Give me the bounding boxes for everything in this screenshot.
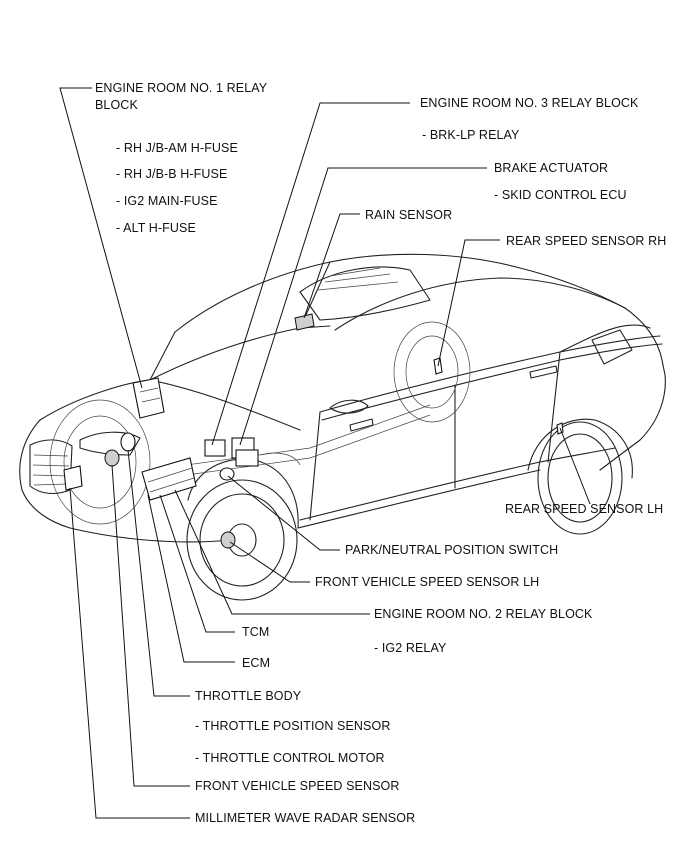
leader-lines	[59, 87, 591, 819]
front-left-wheel-ghost	[49, 399, 151, 525]
label-rh-jb-am-h-fuse: - RH J/B-AM H-FUSE	[116, 141, 238, 155]
label-engine-room-no1-relay-block: ENGINE ROOM NO. 1 RELAY BLOCK	[95, 81, 268, 112]
engine-room-no2-relay-block-part	[141, 457, 197, 501]
label-brake-actuator: BRAKE ACTUATOR	[494, 161, 609, 175]
label-throttle-body: THROTTLE BODY	[195, 689, 302, 703]
brake-actuator-part	[231, 437, 259, 467]
front-vehicle-speed-sensor-lh-part	[220, 531, 236, 549]
leader-mmw-radar	[69, 487, 190, 819]
leader-tcm	[159, 494, 235, 633]
label-alt-h-fuse: - ALT H-FUSE	[116, 221, 196, 235]
label-tcm: TCM	[242, 625, 270, 639]
leader-brake-actuator	[239, 167, 487, 446]
leader-engine-room-2	[174, 489, 370, 615]
rear-right-wheel-ghost	[393, 321, 471, 423]
leader-ecm	[147, 494, 235, 663]
leader-engine-room-1	[59, 87, 143, 389]
leader-engine-room-3	[211, 102, 410, 446]
leader-front-vehicle-speed	[111, 464, 190, 787]
label-ig2-main-fuse: - IG2 MAIN-FUSE	[116, 194, 218, 208]
label-brk-lp-relay: - BRK-LP RELAY	[422, 128, 520, 142]
rear-wheel	[537, 421, 623, 535]
label-millimeter-wave-radar-sensor: MILLIMETER WAVE RADAR SENSOR	[195, 811, 416, 825]
leader-park-neutral	[227, 475, 340, 551]
label-rain-sensor: RAIN SENSOR	[365, 208, 453, 222]
label-throttle-control-motor: - THROTTLE CONTROL MOTOR	[195, 751, 385, 765]
drivetrain	[149, 404, 431, 481]
label-ecm: ECM	[242, 656, 271, 670]
leader-front-speed-lh	[229, 541, 310, 583]
label-ig2-relay: - IG2 RELAY	[374, 641, 447, 655]
label-engine-room-no3-relay-block: ENGINE ROOM NO. 3 RELAY BLOCK	[420, 96, 639, 110]
engine-room-no3-relay-block-part	[204, 439, 226, 457]
mmw-radar-sensor-part	[63, 465, 83, 491]
front-vehicle-speed-sensor-part	[104, 449, 120, 467]
label-skid-control-ecu: - SKID CONTROL ECU	[494, 188, 627, 202]
leader-throttle-body	[127, 449, 190, 697]
label-engine-room-no2-relay-block: ENGINE ROOM NO. 2 RELAY BLOCK	[374, 607, 593, 621]
label-rear-speed-sensor-lh: REAR SPEED SENSOR LH	[505, 502, 664, 516]
rain-sensor-part	[294, 313, 315, 331]
sunroof	[299, 266, 431, 321]
throttle-body-part	[120, 432, 136, 452]
car-body-outline	[19, 253, 666, 543]
leader-rear-speed-lh	[559, 427, 591, 505]
label-throttle-position-sensor: - THROTTLE POSITION SENSOR	[195, 719, 391, 733]
label-front-vehicle-speed-sensor-lh: FRONT VEHICLE SPEED SENSOR LH	[315, 575, 540, 589]
label-rear-speed-sensor-rh: REAR SPEED SENSOR RH	[506, 234, 667, 248]
engine-room-no1-relay-block-part	[132, 377, 165, 419]
label-park-neutral-position-switch: PARK/NEUTRAL POSITION SWITCH	[345, 543, 559, 557]
label-rh-jb-b-h-fuse: - RH J/B-B H-FUSE	[116, 167, 228, 181]
front-wheel	[186, 479, 298, 601]
leader-rear-speed-rh	[437, 239, 500, 367]
park-neutral-switch-part	[219, 467, 235, 481]
leader-rain-sensor	[303, 213, 360, 319]
label-front-vehicle-speed-sensor: FRONT VEHICLE SPEED SENSOR	[195, 779, 400, 793]
